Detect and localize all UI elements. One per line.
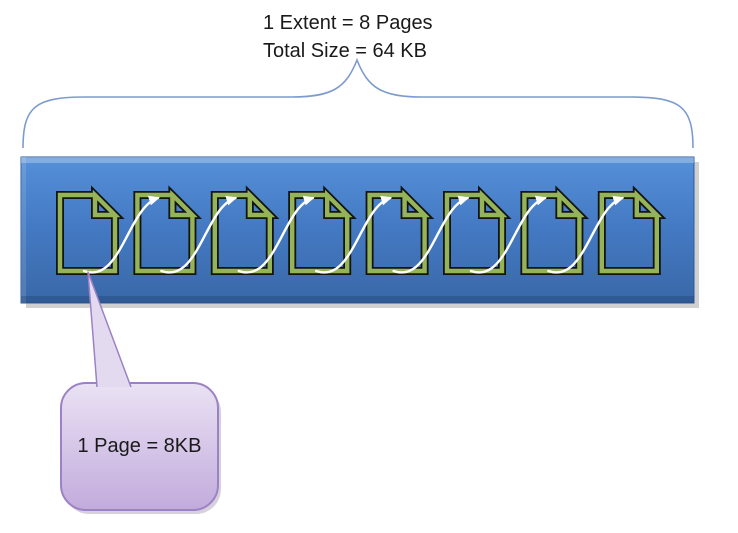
page-icon (288, 185, 357, 275)
flow-arrow-icon (237, 195, 315, 274)
page-icon (133, 185, 203, 275)
extent-bevel-left (21, 157, 26, 303)
header-line-2: Total Size = 64 KB (263, 40, 427, 62)
page-icon (597, 185, 667, 275)
flow-arrow-icon (392, 195, 470, 274)
pages-layer (56, 185, 667, 275)
callout-label: 1 Page = 8KB (77, 435, 202, 457)
flow-arrow-icon (160, 195, 238, 274)
callout-tail (87, 271, 132, 388)
flow-arrow-icon (547, 195, 625, 274)
extent-bevel-bottom (21, 296, 694, 303)
flow-arrow-icon (469, 195, 547, 274)
arrows-layer (82, 195, 625, 274)
callout-bubble (60, 382, 219, 511)
page-icon (56, 185, 125, 275)
curly-brace-icon (22, 57, 694, 149)
extent-box (20, 156, 695, 304)
page-icon (365, 185, 435, 275)
page-icon (210, 185, 280, 275)
header-line-1: 1 Extent = 8 Pages (263, 12, 433, 34)
flow-arrow-icon (82, 195, 160, 274)
page-icon (443, 185, 512, 275)
header-text: 1 Extent = 8 Pages Total Size = 64 KB (263, 9, 433, 65)
flow-arrow-icon (315, 195, 393, 274)
extent-bevel-top (21, 157, 694, 163)
page-icon (520, 185, 590, 275)
